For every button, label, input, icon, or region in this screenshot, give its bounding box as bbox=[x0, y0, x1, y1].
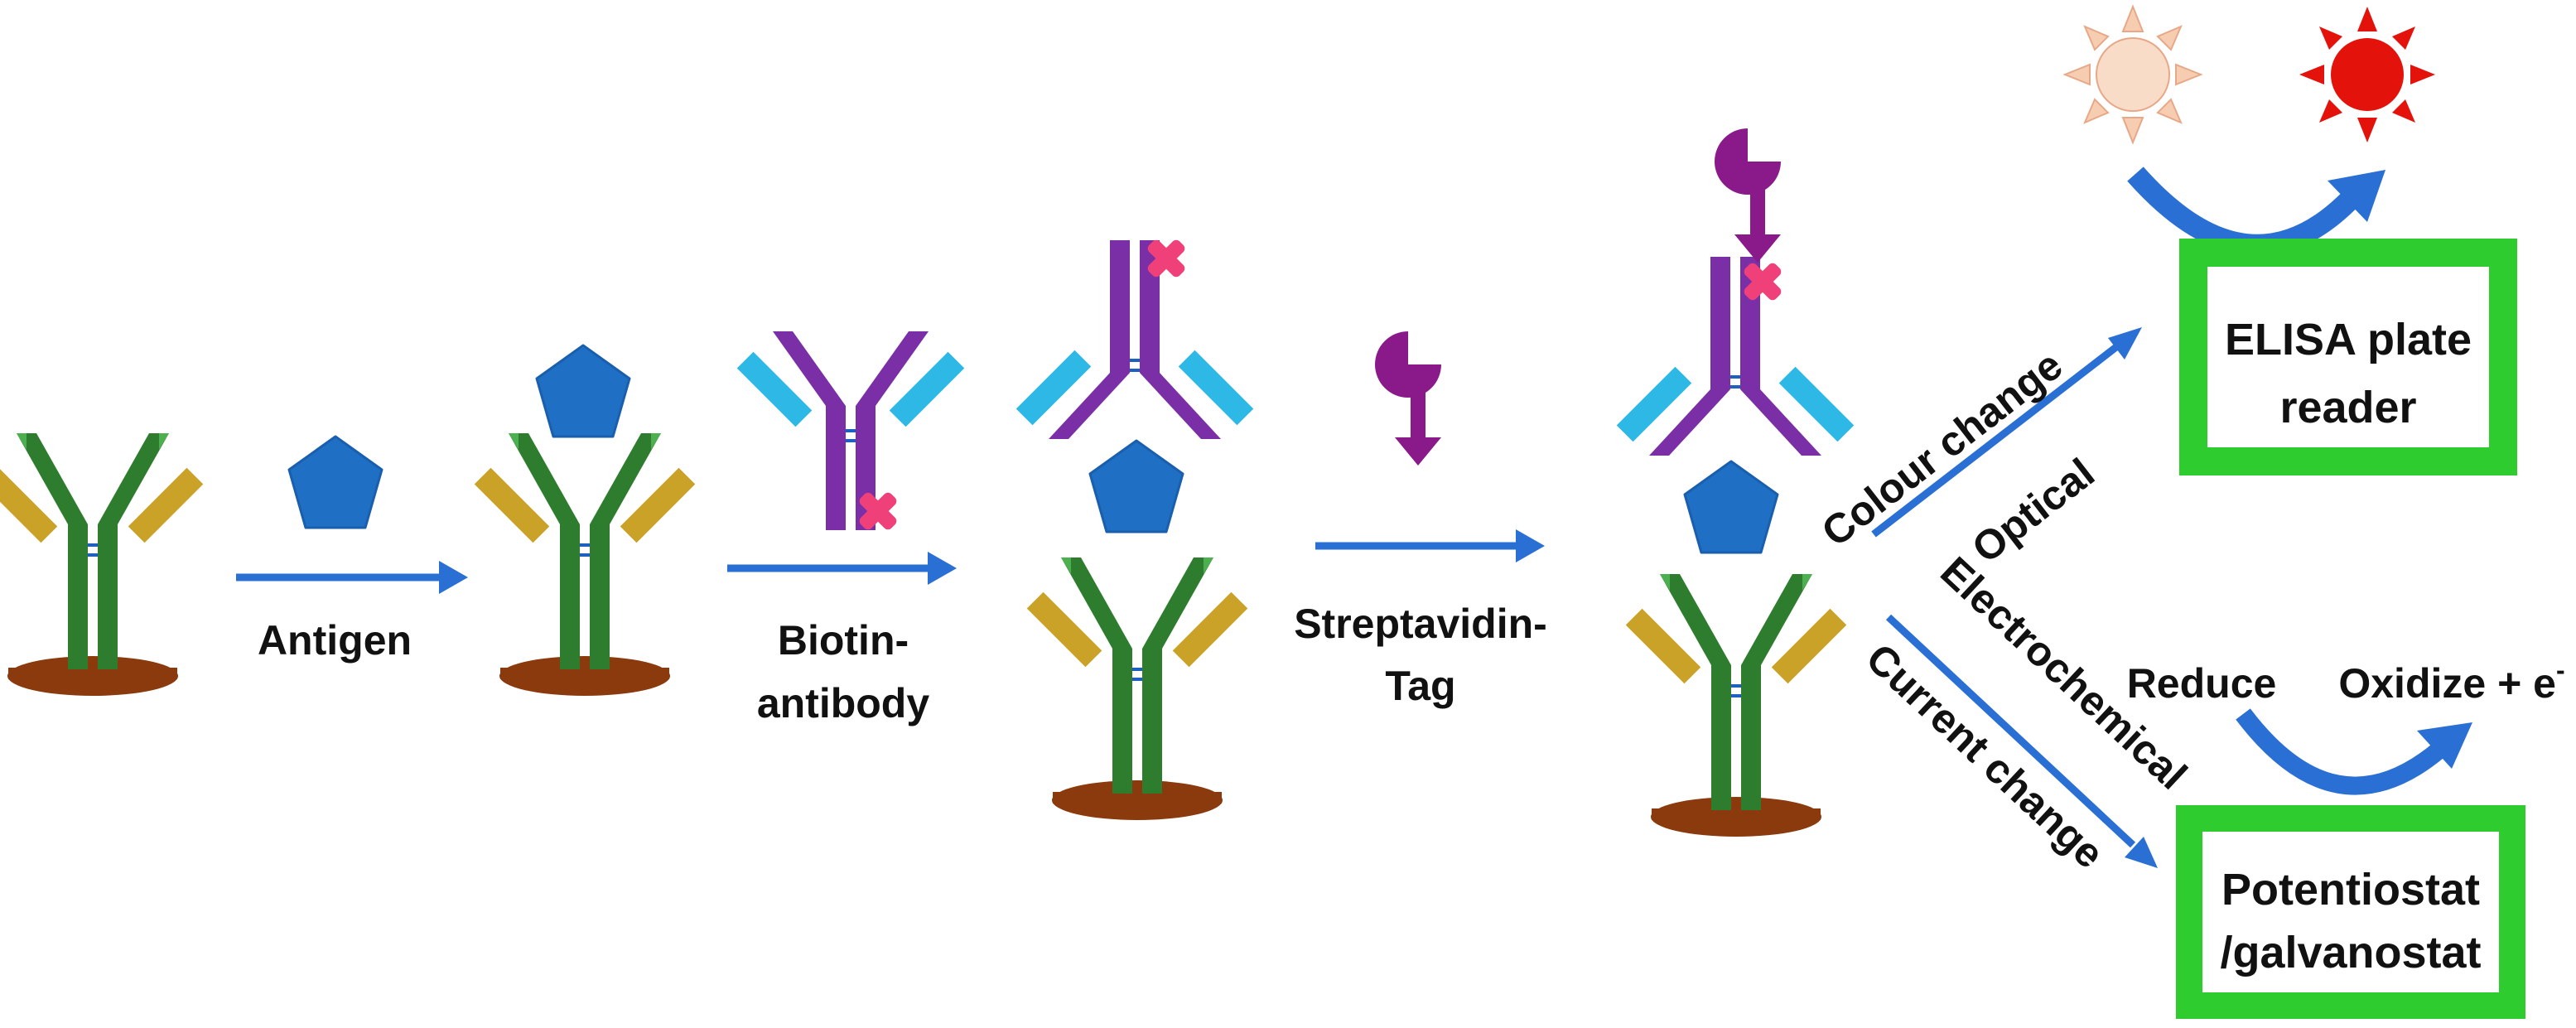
antigen-bound-3 bbox=[1088, 439, 1184, 533]
biotin-antibody-free bbox=[735, 330, 967, 532]
elisa-reader-line1: ELISA plate bbox=[2225, 315, 2472, 364]
capture-antibody-1 bbox=[0, 432, 205, 697]
electrochemical-arrow bbox=[1885, 614, 2136, 848]
detection-antibody-3 bbox=[1014, 239, 1256, 441]
red-sun-icon bbox=[2299, 7, 2435, 142]
antigen-bound-4 bbox=[1683, 460, 1779, 554]
potentiostat-line2: /galvanostat bbox=[2220, 928, 2481, 977]
optical-label: Optical bbox=[1963, 450, 2102, 572]
biotin-label-line1: Biotin- bbox=[778, 617, 909, 664]
biotin-label-line2: antibody bbox=[757, 680, 930, 726]
optical-arrow bbox=[1871, 340, 2123, 538]
capture-antibody-2 bbox=[472, 432, 697, 697]
streptavidin-tag-free bbox=[1375, 331, 1441, 466]
step-arrow-biotin-head bbox=[928, 552, 957, 585]
potentiostat-inner bbox=[2202, 832, 2499, 992]
electro-curved-arrow bbox=[2236, 708, 2446, 795]
antigen-bound-2 bbox=[535, 344, 631, 438]
electro-curved-arrow-head bbox=[2417, 722, 2472, 769]
optical-curved-arrow-head bbox=[2328, 170, 2385, 222]
antigen-label: Antigen bbox=[258, 617, 412, 664]
potentiostat-line1: Potentiostat bbox=[2221, 865, 2480, 915]
detection-antibody-4 bbox=[1614, 255, 1856, 457]
optical-arrow-head bbox=[2108, 327, 2142, 360]
elisa-reader-inner bbox=[2207, 267, 2489, 447]
optical-curved-arrow bbox=[2127, 167, 2359, 256]
capture-antibody-4 bbox=[1623, 572, 1849, 838]
capture-antibody-3 bbox=[1025, 556, 1250, 822]
strep-label-line2: Tag bbox=[1385, 663, 1455, 709]
streptavidin-tag-bound bbox=[1715, 128, 1781, 263]
strep-label-line1: Streptavidin- bbox=[1294, 601, 1547, 647]
step-arrow-antigen-head bbox=[439, 561, 468, 594]
pale-sun-icon bbox=[2062, 4, 2203, 145]
electrochemical-arrow-head bbox=[2125, 837, 2158, 868]
oxidize-label: Oxidize + e- bbox=[2338, 655, 2564, 707]
reduce-label: Reduce bbox=[2127, 660, 2277, 707]
step-arrow-strep-head bbox=[1516, 529, 1545, 562]
antigen-free bbox=[287, 435, 384, 529]
elisa-reader-line2: reader bbox=[2279, 383, 2416, 432]
